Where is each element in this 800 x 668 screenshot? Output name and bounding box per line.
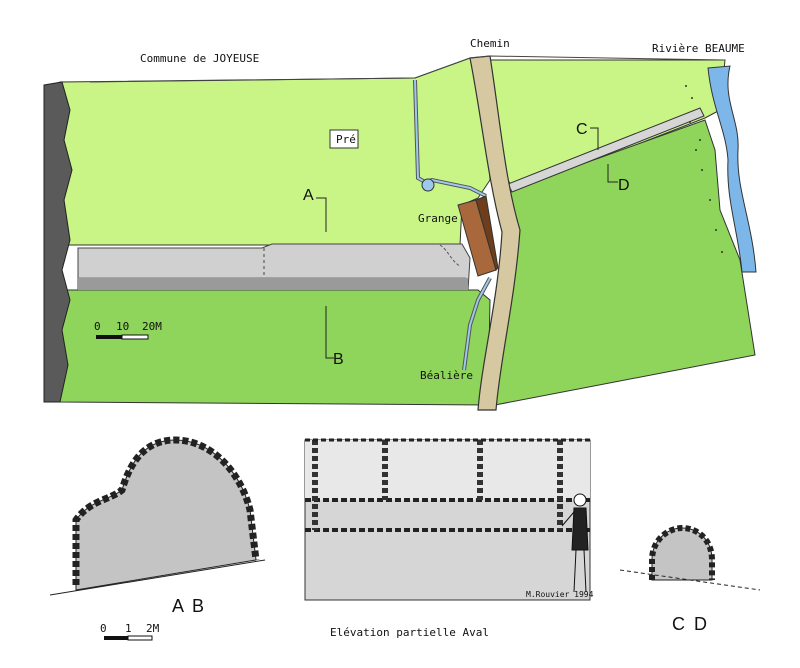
elevation-upper (305, 440, 590, 500)
map-scale-0: 0 (94, 320, 101, 333)
river-beaume (707, 65, 757, 273)
section-d-label: D (618, 177, 630, 194)
section-scale-bar: 0 1 2M (100, 622, 160, 641)
pre-label-box (329, 129, 359, 149)
commune-label: Commune de JOYEUSE (140, 52, 259, 65)
section-a-label: A (303, 187, 314, 204)
section-ab-fill (75, 439, 257, 591)
section-cd-ground (619, 569, 761, 591)
section-scale-1: 1 (125, 622, 132, 635)
road-chemin (469, 55, 521, 411)
section-scale-0: 0 (100, 622, 107, 635)
boundary-line (89, 55, 726, 83)
section-a-marker: A (303, 187, 327, 232)
section-ab: A B 0 1 2M (49, 436, 266, 641)
map-scale-bar: 0 10 20M (94, 320, 162, 340)
pre-label: Pré (336, 133, 356, 146)
cliff (43, 81, 73, 403)
bealiere-label: Béalière (420, 369, 473, 382)
section-scale-2: 2M (146, 622, 160, 635)
section-ab-stones (72, 436, 260, 585)
bassin (421, 178, 435, 192)
elevation-caption: Elévation partielle Aval (330, 626, 489, 639)
bealiere-lower-water (463, 277, 491, 371)
chemin-label: Chemin (470, 37, 510, 50)
field-lower-left (59, 289, 491, 406)
section-cd: C D (619, 524, 761, 634)
map-scale-10: 10 (116, 320, 129, 333)
section-c-label: C (576, 121, 588, 138)
vegetation-dots (685, 85, 723, 253)
section-d-marker: D (607, 164, 630, 194)
elevation-drawing: M.Rouvier 1994 Elévation partielle Aval (304, 438, 594, 639)
grange-arc (439, 244, 461, 267)
section-c-marker: C (576, 121, 599, 150)
channel-shadow (78, 278, 468, 290)
section-b-marker: B (325, 306, 344, 368)
human-figure (561, 493, 589, 593)
elevation-signature: M.Rouvier 1994 (526, 590, 594, 599)
section-cd-stones (649, 524, 715, 580)
riviere-label: Rivière BEAUME (652, 42, 745, 55)
grange-label: Grange (418, 212, 458, 225)
map-scale-20: 20M (142, 320, 162, 333)
section-ab-label: A B (172, 596, 206, 616)
grange-roof-side (475, 195, 499, 271)
section-b-label: B (333, 351, 344, 368)
section-cd-label: C D (672, 614, 709, 634)
site-plan: A B C D 0 10 20M Commune de JOYEUSE Chem… (43, 37, 757, 411)
section-ab-ground (49, 559, 266, 596)
